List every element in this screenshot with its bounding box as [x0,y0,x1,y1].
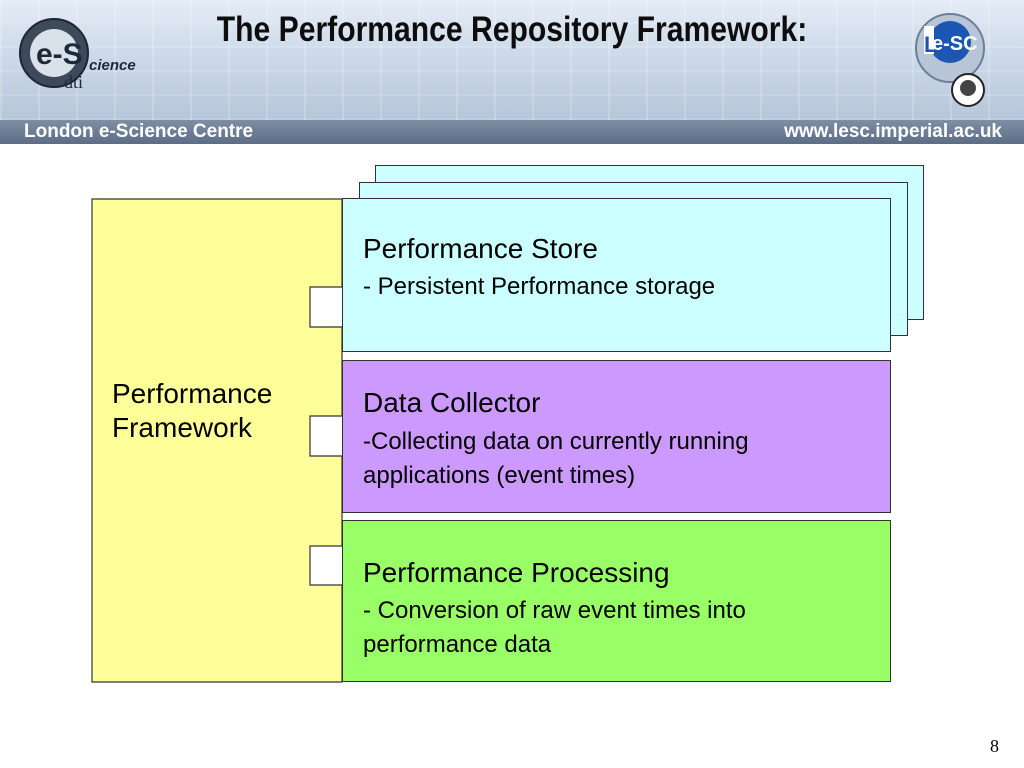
performance-store-title: Performance Store [363,233,598,264]
svg-text:e-SC: e-SC [932,33,978,55]
performance-store-box: Performance Store - Persistent Performan… [342,198,891,352]
performance-framework-label: Performance Framework [112,377,272,445]
data-collector-desc-line2: applications (event times) [363,462,636,489]
performance-framework-outline [91,198,343,683]
performance-processing-title: Performance Processing [363,557,670,588]
performance-processing-desc-line1: - Conversion of raw event times into [363,597,746,624]
performance-processing-desc-line2: performance data [363,631,552,658]
slide-header: e-S cience dti The Performance Repositor… [0,0,1024,120]
data-collector-desc-line1: -Collecting data on currently running [363,428,749,455]
lesc-logo: e-SC L [910,8,1010,113]
svg-text:dti: dti [64,72,83,92]
header-banner: London e-Science Centre www.lesc.imperia… [0,120,1024,144]
e-science-dti-logo: e-S cience dti [14,8,144,103]
data-collector-title: Data Collector [363,387,541,418]
performance-store-desc: - Persistent Performance storage [363,273,716,300]
performance-framework-label-line1: Performance [112,378,273,409]
banner-org-name: London e-Science Centre [24,121,254,142]
svg-text:L: L [924,32,937,57]
svg-text:e-S: e-S [36,38,83,71]
page-number: 8 [990,736,999,756]
data-collector-box: Data Collector -Collecting data on curre… [342,360,891,513]
svg-text:cience: cience [89,57,136,74]
banner-url[interactable]: www.lesc.imperial.ac.uk [784,121,1002,142]
performance-processing-box: Performance Processing - Conversion of r… [342,520,891,682]
performance-framework-label-line2: Framework [112,412,253,443]
slide-title: The Performance Repository Framework: [216,10,808,49]
